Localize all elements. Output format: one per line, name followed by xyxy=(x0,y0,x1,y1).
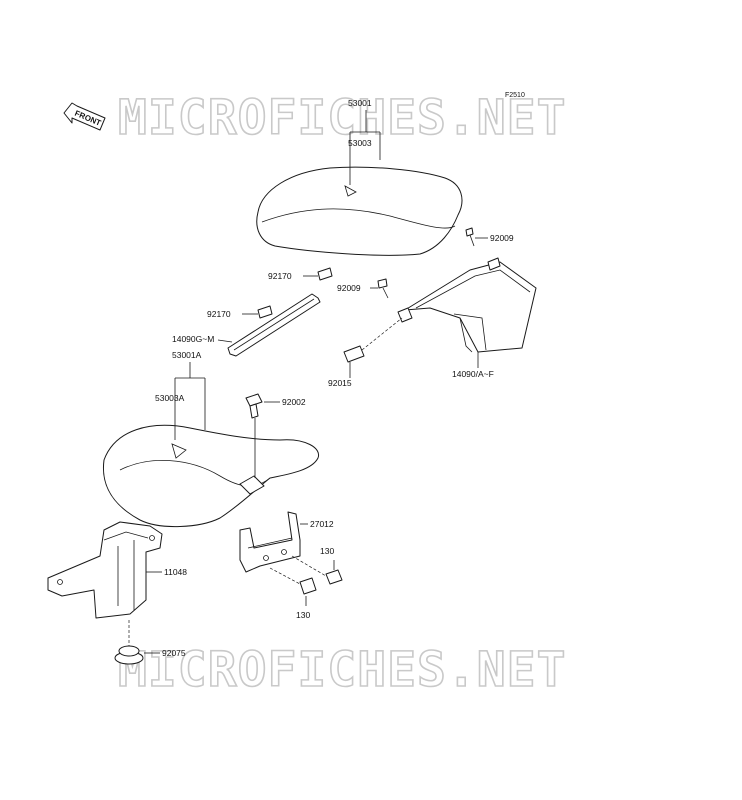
label-11048: 11048 xyxy=(164,567,187,577)
leader-53001 xyxy=(349,110,381,185)
watermark-bottom: MICROFICHES.NET xyxy=(118,642,566,698)
seat-cowl-part xyxy=(397,257,537,353)
leader-53001a xyxy=(174,362,206,440)
label-92015: 92015 xyxy=(328,378,352,388)
clip-92170-upper xyxy=(317,267,333,281)
front-seat-part xyxy=(102,424,320,527)
label-27012: 27012 xyxy=(310,519,334,529)
watermark-top: MICROFICHES.NET xyxy=(118,90,566,146)
label-53001a: 53001A xyxy=(172,350,202,360)
label-53001: 53001 xyxy=(348,98,372,108)
clip-92170-lower xyxy=(257,305,273,319)
grommet-92075-part xyxy=(114,620,144,665)
screw-92009-lower xyxy=(377,278,389,299)
bolt-92002-part xyxy=(245,393,263,478)
label-14090g: 14090G~M xyxy=(172,334,214,344)
diagram-code: F2510 xyxy=(505,92,525,99)
label-92170-lower: 92170 xyxy=(207,309,231,319)
label-92075: 92075 xyxy=(162,648,186,658)
leader-14090g xyxy=(217,339,233,343)
bolt-130-lower-part xyxy=(269,567,317,595)
rear-seat-part xyxy=(256,166,463,256)
trim-strip-part xyxy=(227,293,321,357)
screw-92009-upper xyxy=(465,227,475,247)
label-92170-upper: 92170 xyxy=(268,271,292,281)
clip-92015-part xyxy=(343,317,403,363)
bolt-130-right-part xyxy=(291,555,343,585)
bracket-27012-part xyxy=(239,511,301,573)
bracket-11048-part xyxy=(47,521,163,619)
label-130-right: 130 xyxy=(320,546,334,556)
label-92002: 92002 xyxy=(282,397,306,407)
label-14090a: 14090/A~F xyxy=(452,369,494,379)
label-53003: 53003 xyxy=(348,138,372,148)
label-130-lower: 130 xyxy=(296,610,310,620)
label-92009-lower: 92009 xyxy=(337,283,361,293)
label-92009-upper: 92009 xyxy=(490,233,514,243)
front-arrow-icon: FRONT xyxy=(63,102,106,131)
label-53003a: 53003A xyxy=(155,393,185,403)
